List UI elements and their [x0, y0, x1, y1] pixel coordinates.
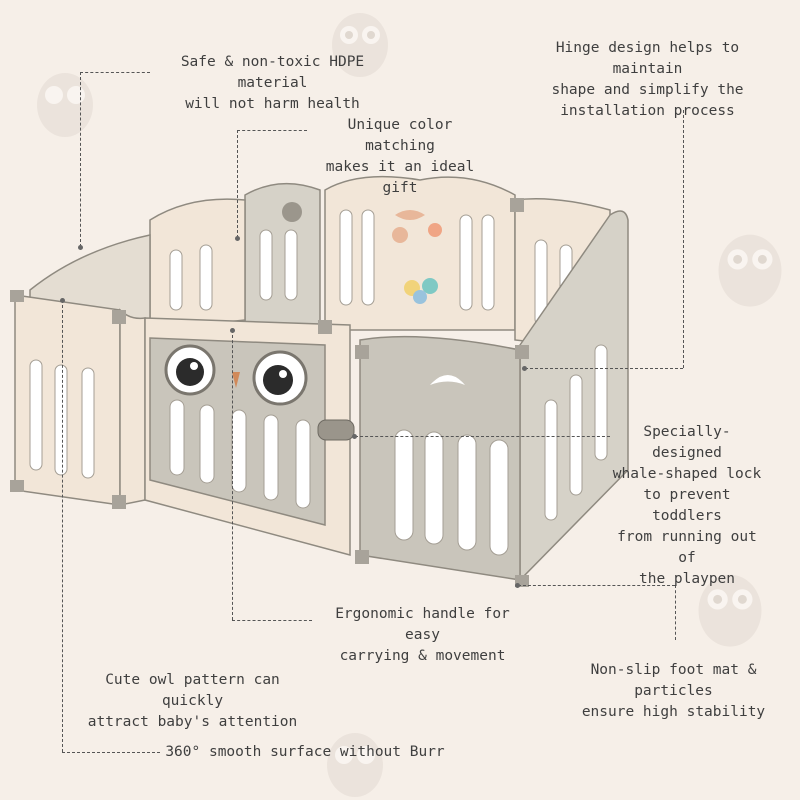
callout-smooth-surface: 360° smooth surface without Burr [165, 744, 445, 760]
callout-color-matching: Unique color matching makes it an ideal … [325, 117, 475, 196]
callout-owl-pattern: Cute owl pattern can quickly attract bab… [87, 672, 298, 730]
callout-non-slip-foot: Non-slip foot mat & particles ensure hig… [581, 662, 766, 720]
callout-ergonomic-handle: Ergonomic handle for easy carrying & mov… [335, 606, 510, 664]
background-owl-right-bottom-icon [698, 574, 762, 647]
background-owl-right-icon [718, 234, 782, 307]
callout-whale-lock: Specially-designed whale-shaped lock to … [612, 424, 762, 587]
background-owl-bottom-icon [327, 733, 383, 797]
background-owl-top-icon [332, 13, 388, 77]
callout-hdpe-material: Safe & non-toxic HDPE material will not … [180, 54, 365, 112]
owl-eyes-icon [164, 344, 308, 406]
callout-hinge-design: Hinge design helps to maintain shape and… [551, 40, 744, 119]
